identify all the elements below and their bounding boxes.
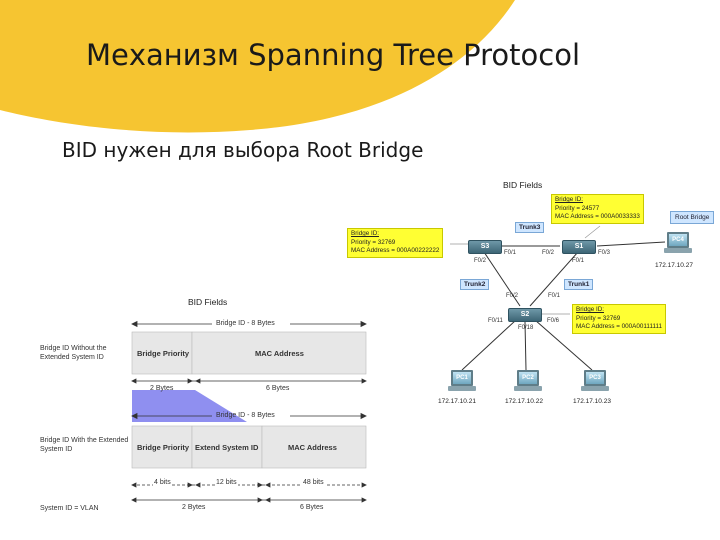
pc3-base <box>581 386 609 391</box>
pc1-base <box>448 386 476 391</box>
row2-bits-system-id: 12 bits <box>215 479 238 488</box>
trunk1-label: Trunk1 <box>564 279 594 290</box>
switch-s2: S2 <box>508 308 542 322</box>
port-s1-f01: F0/1 <box>572 258 585 264</box>
pc2-base <box>514 386 542 391</box>
pc2-screen-icon: PC2 <box>517 370 539 386</box>
pc3-ip: 172.17.10.23 <box>573 398 611 405</box>
port-s1-f03: F0/3 <box>598 250 611 256</box>
pc1: PC1 <box>448 370 476 391</box>
port-s1-f02: F0/2 <box>542 250 555 256</box>
pc2-ip: 172.17.10.22 <box>505 398 543 405</box>
s3-box-priority: Priority = 32769 <box>351 238 396 246</box>
row1-span-label: Bridge ID - 8 Bytes <box>216 320 275 327</box>
pc1-ip: 172.17.10.21 <box>438 398 476 405</box>
trunk3-label: Trunk3 <box>515 222 545 233</box>
network-title: BID Fields <box>503 180 543 190</box>
root-bridge-label: Root Bridge <box>670 211 715 224</box>
s1-box-heading: Bridge ID: <box>555 196 583 203</box>
port-s3-f02: F0/2 <box>474 258 487 264</box>
switch-s1-label: S1 <box>574 243 584 250</box>
s2-box-priority: Priority = 32769 <box>576 314 621 322</box>
pc3-screen-icon: PC3 <box>584 370 606 386</box>
row2-span-label: Bridge ID - 8 Bytes <box>216 412 275 419</box>
slide-title: Механизм Spanning Tree Protocol <box>86 38 581 72</box>
port-s2-f06: F0/6 <box>547 318 560 324</box>
row2-cell-mac-address: MAC Address <box>288 443 337 452</box>
pc4-screen-icon: PC4 <box>667 232 689 248</box>
s1-box-priority: Priority = 24577 <box>555 204 600 212</box>
s2-box-mac: MAC Address = 000A00111111 <box>576 323 663 330</box>
row2-bits-mac: 48 bits <box>302 479 325 488</box>
port-s2-f01: F0/1 <box>548 293 561 299</box>
pc4-ip: 172.17.10.27 <box>655 262 693 269</box>
port-s3-f01: F0/1 <box>504 250 517 256</box>
s2-box-heading: Bridge ID: <box>576 306 604 313</box>
port-s2-f011: F0/11 <box>488 318 503 324</box>
row3-size-right: 6 Bytes <box>300 504 324 511</box>
switch-s3: S3 <box>468 240 502 254</box>
s2-bridge-id-box: Bridge ID: Priority = 32769 MAC Address … <box>572 304 667 334</box>
slide-subtitle: BID нужен для выбора Root Bridge <box>62 138 424 162</box>
pc2: PC2 <box>514 370 542 391</box>
s1-box-mac: MAC Address = 000A0033333 <box>555 213 640 220</box>
s1-bridge-id-box: Bridge ID: Priority = 24577 MAC Address … <box>551 194 644 224</box>
trunk2-label: Trunk2 <box>460 279 490 290</box>
s3-box-heading: Bridge ID: <box>351 230 379 237</box>
s3-box-mac: MAC Address = 000A00222222 <box>351 247 440 254</box>
row2-cell-extend-system-id: Extend System ID <box>195 443 259 452</box>
row2-cell-bridge-priority: Bridge Priority <box>137 443 190 452</box>
switch-s1: S1 <box>562 240 596 254</box>
bid-diagram-title: BID Fields <box>188 297 228 307</box>
s3-bridge-id-box: Bridge ID: Priority = 32769 MAC Address … <box>347 228 444 258</box>
row2-label: Bridge ID With the Extended System ID <box>40 437 129 453</box>
row1-label: Bridge ID Without the Extended System ID <box>40 345 107 361</box>
row3-label: System ID = VLAN <box>40 505 99 512</box>
port-s2-f018: F0/18 <box>518 325 534 331</box>
row1-cell-mac-address: MAC Address <box>255 349 304 358</box>
pc1-screen-icon: PC1 <box>451 370 473 386</box>
switch-s3-label: S3 <box>480 243 490 250</box>
row3-size-left: 2 Bytes <box>182 504 206 511</box>
row1-cell-bridge-priority: Bridge Priority <box>137 349 190 358</box>
row2-bits-priority: 4 bits <box>153 479 172 488</box>
row1-size-priority: 2 Bytes <box>150 385 174 392</box>
port-s2-f02: F0/2 <box>506 293 519 299</box>
pc3: PC3 <box>581 370 609 391</box>
switch-s2-label: S2 <box>520 311 530 318</box>
pc4-base <box>664 248 692 253</box>
row1-size-mac: 6 Bytes <box>266 385 290 392</box>
pc4: PC4 <box>664 232 692 253</box>
